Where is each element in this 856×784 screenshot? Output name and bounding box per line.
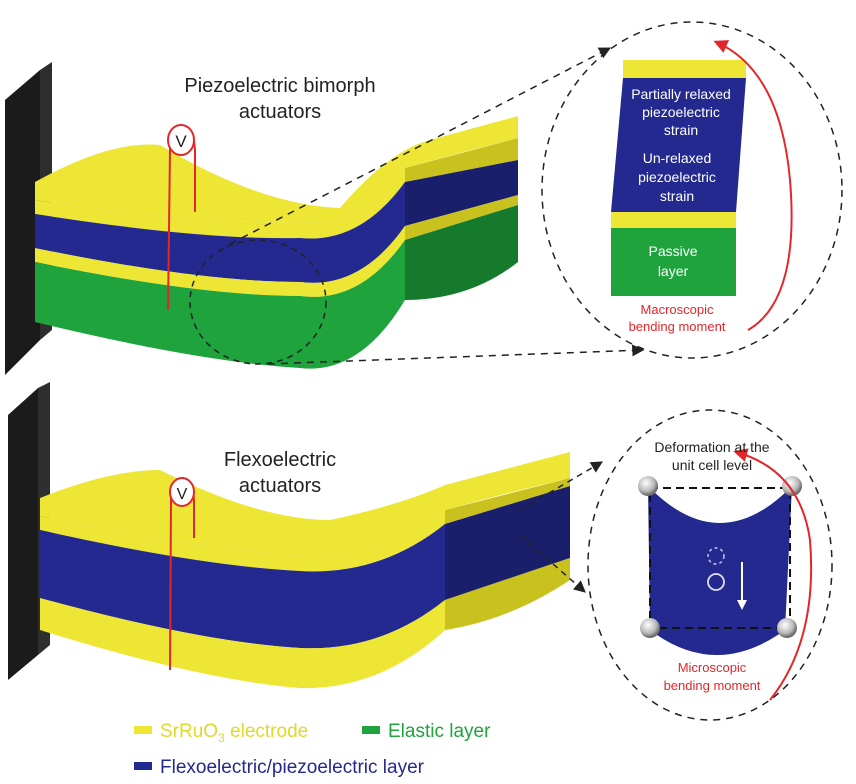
bottom-voltage-label: V bbox=[177, 486, 188, 503]
top-title-line2: actuators bbox=[239, 101, 321, 123]
top-clamp bbox=[5, 70, 40, 375]
corner-atom-bl bbox=[640, 618, 660, 638]
center-atom-original bbox=[707, 547, 725, 565]
top-beam-green bbox=[35, 240, 405, 369]
bottom-beam-blue bbox=[40, 524, 445, 649]
top-beam-blue-upper bbox=[35, 182, 405, 283]
top-voltage-label: V bbox=[175, 132, 187, 151]
inset-label-partially-3: strain bbox=[664, 122, 698, 138]
corner-atom-tl bbox=[638, 476, 658, 496]
top-beam-yellow-mid bbox=[35, 226, 405, 297]
inset-label-partially-2: piezoelectric bbox=[642, 104, 720, 120]
top-moment-label-1: Macroscopic bbox=[641, 302, 714, 317]
bottom-beam-top-surface bbox=[40, 452, 570, 556]
top-actuator: V bbox=[5, 47, 645, 375]
bottom-moment-arrow bbox=[733, 448, 813, 701]
legend-label-elastic: Elastic layer bbox=[388, 721, 491, 742]
inset-label-passive-2: layer bbox=[658, 263, 689, 279]
center-atom-displaced bbox=[707, 573, 725, 591]
legend-swatch-piezo bbox=[134, 762, 152, 770]
legend-label-piezo: Flexoelectric/piezoelectric layer bbox=[160, 757, 425, 778]
bottom-moment-label-2: bending moment bbox=[664, 678, 761, 693]
bottom-title-line1: Flexoelectric bbox=[224, 449, 336, 471]
bottom-clamp bbox=[8, 388, 38, 680]
top-title-line1: Piezoelectric bimorph bbox=[184, 75, 375, 97]
legend-label-electrode: SrRuO3 electrode bbox=[160, 721, 308, 745]
top-zoom-circle bbox=[189, 239, 327, 365]
top-moment-arrow bbox=[713, 40, 793, 331]
top-voltage-probe: V bbox=[167, 124, 196, 311]
legend: SrRuO3 electrode Elastic layer Flexoelec… bbox=[134, 721, 491, 778]
bottom-moment-label-1: Microscopic bbox=[678, 660, 747, 675]
inset-label-passive-1: Passive bbox=[648, 243, 697, 259]
bottom-inset-circle bbox=[587, 409, 833, 721]
corner-atom-br bbox=[777, 618, 797, 638]
inset-label-unrelaxed-1: Un-relaxed bbox=[643, 150, 711, 166]
corner-atom-tr bbox=[782, 476, 802, 496]
unit-cell-reference bbox=[649, 487, 791, 629]
top-beam-top-surface bbox=[35, 116, 518, 223]
inset-top-electrode bbox=[623, 60, 746, 78]
bottom-beam-yellow-top bbox=[40, 510, 445, 572]
bottom-title-line2: actuators bbox=[239, 475, 321, 497]
deform-label-1: Deformation at the bbox=[654, 439, 769, 455]
unit-cell-deformed bbox=[648, 486, 792, 655]
inset-passive-layer bbox=[611, 228, 736, 296]
top-inset: Partially relaxed piezoelectric strain U… bbox=[541, 21, 843, 359]
top-inset-circle bbox=[541, 21, 843, 359]
bottom-beam-yellow-bottom bbox=[40, 598, 445, 689]
bottom-voltage-probe: V bbox=[169, 477, 195, 671]
top-beam-yellow-top bbox=[35, 168, 405, 239]
top-moment-label-2: bending moment bbox=[629, 319, 726, 334]
deform-label-2: unit cell level bbox=[672, 457, 752, 473]
bottom-actuator: V bbox=[8, 382, 604, 689]
legend-swatch-electrode bbox=[134, 726, 152, 734]
inset-label-unrelaxed-2: piezoelectric bbox=[638, 169, 716, 185]
legend-swatch-elastic bbox=[362, 726, 380, 734]
inset-label-partially-1: Partially relaxed bbox=[631, 86, 731, 102]
bottom-inset: Deformation at the unit cell level Micro… bbox=[587, 409, 833, 721]
inset-mid-electrode bbox=[611, 212, 736, 228]
inset-piezo-layer bbox=[611, 78, 746, 212]
inset-label-unrelaxed-3: strain bbox=[660, 188, 694, 204]
